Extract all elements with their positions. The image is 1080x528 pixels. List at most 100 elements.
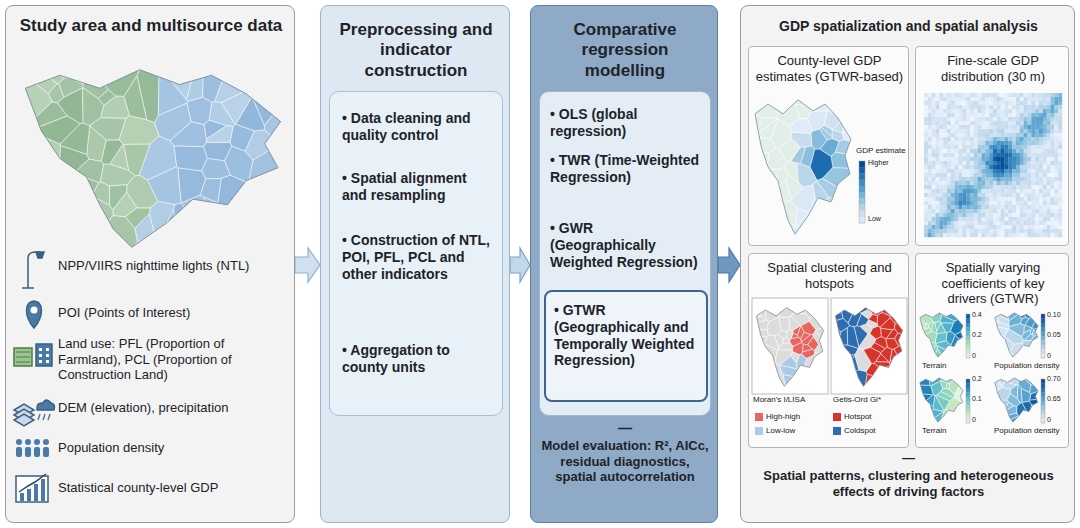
raster-cell [947,153,951,157]
county-unit [1033,377,1039,386]
county-unit [869,314,878,323]
raster-cell [932,209,936,213]
raster-cell [1031,105,1035,109]
raster-cell [993,177,997,181]
raster-cell [985,141,989,145]
raster-cell [1054,177,1058,181]
raster-cell [1020,177,1024,181]
person-body [43,447,49,457]
raster-cell [982,101,986,105]
raster-cell [974,157,978,161]
county-unit [1021,388,1031,402]
raster-cell [1008,157,1012,161]
raster-cell [1028,117,1032,121]
county-unit [941,377,959,384]
raster-cell [1012,185,1016,189]
raster-cell [1020,145,1024,149]
county-unit [755,329,769,337]
raster-cell [1035,133,1039,137]
raster-cell [1054,229,1058,233]
raster-cell [974,169,978,173]
raster-cell [936,201,940,205]
raster-cell [1043,117,1047,121]
county-unit [62,221,107,251]
raster-cell [928,173,932,177]
county-unit [828,101,853,119]
raster-cell [1031,113,1035,117]
raster-cell [985,193,989,197]
raster-cell [1028,125,1032,129]
county-unit [900,367,904,386]
colorbar-step [1041,379,1045,384]
raster-cell [966,153,970,157]
raster-cell [1031,205,1035,209]
raster-cell [974,205,978,209]
raster-cell [1054,153,1058,157]
raster-cell [1031,185,1035,189]
raster-cell [955,233,959,237]
county-unit [109,185,127,211]
raster-cell [1005,97,1009,101]
colorbar-step [859,198,865,205]
scale-value: 0.2 [972,375,982,383]
raster-cell [1008,189,1012,193]
raster-cell [1031,133,1035,137]
raster-cell [951,205,955,209]
raster-cell [928,129,932,133]
raster-cell [1001,217,1005,221]
county-unit [1004,377,1019,385]
raster-cell [939,173,943,177]
raster-cell [1012,101,1016,105]
raster-cell [1058,181,1062,185]
county-unit [801,332,811,342]
county-unit [886,329,897,339]
raster-cell [982,221,986,225]
raster-cell [943,93,947,97]
raster-cell [962,133,966,137]
county-unit [997,349,1016,358]
raster-cell [989,113,993,117]
raster-cell [978,133,982,137]
raster-cell [1043,197,1047,201]
raster-cell [1020,137,1024,141]
legend-swatch [755,413,763,421]
raster-cell [970,233,974,237]
raster-cell [1005,153,1009,157]
raster-cell [1020,133,1024,137]
county-unit [1022,340,1035,354]
raster-cell [1051,169,1055,173]
result-card: Spatial clustering and hotspotsMoran's I… [748,253,909,448]
raster-cell [993,157,997,161]
county-unit [996,409,1006,420]
raster-cell [947,109,951,113]
county-unit [856,314,868,327]
raster-cell [1054,105,1058,109]
county-units [994,312,1039,358]
raster-cell [947,189,951,193]
raster-cell [1024,157,1028,161]
raster-cell [985,161,989,165]
raster-cell [985,157,989,161]
raster-cell [939,201,943,205]
raster-cell [982,205,986,209]
raster-cell [989,213,993,217]
raster-cell [1016,145,1020,149]
county-unit [179,220,236,251]
raster-cell [932,193,936,197]
raster-cell [1001,221,1005,225]
raster-cell [1039,141,1043,145]
legend-text: Coldspot [844,425,876,437]
raster-cell [985,93,989,97]
raster-cell [1031,201,1035,205]
raster-cell [1024,189,1028,193]
raster-cell [989,201,993,205]
county-unit [119,116,159,144]
colorbar-step [966,340,970,345]
county-unit [755,335,767,346]
county-unit [795,104,812,119]
raster-cell [943,121,947,125]
raster-cell [1012,189,1016,193]
person-head [25,439,31,445]
raster-cell [1008,97,1012,101]
flow-arrow [718,248,740,282]
